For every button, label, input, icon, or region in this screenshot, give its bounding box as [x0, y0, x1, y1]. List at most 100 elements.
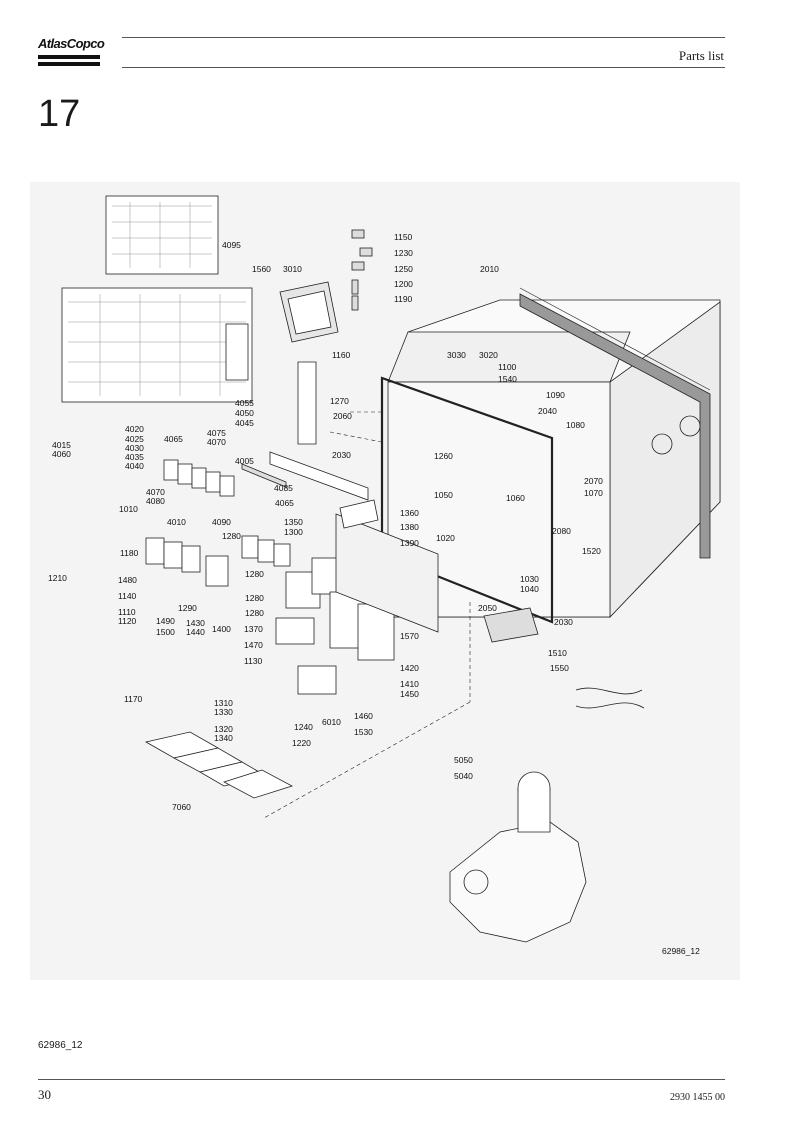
callout: 1140: [118, 591, 137, 601]
callout: 2060: [333, 411, 352, 421]
callout: 1110: [118, 607, 136, 617]
callout: 4020: [125, 424, 144, 434]
callout: 1450: [400, 689, 419, 699]
callout: 4050: [235, 408, 254, 418]
callout: 1020: [436, 533, 455, 543]
callout: 1150: [394, 232, 413, 242]
page-header-title: Parts list: [678, 48, 724, 63]
callout: 4065: [164, 434, 183, 444]
callout: 4040: [125, 461, 144, 471]
callout: 1180: [120, 548, 139, 558]
callout: 1260: [434, 451, 453, 461]
callout: 1010: [119, 504, 138, 514]
callout: 1460: [354, 711, 373, 721]
exploded-parts-drawing: 4095 1560 3010 1150 1230 1250 1200 1190 …: [30, 182, 740, 980]
callout: 1100: [498, 362, 517, 372]
header-rule-top: [122, 37, 725, 38]
callout: 5040: [454, 771, 473, 781]
callout: 2010: [480, 264, 499, 274]
callout: 1400: [212, 624, 231, 634]
callout: 1510: [548, 648, 567, 658]
callout: 4025: [125, 434, 144, 444]
callout: 1050: [434, 490, 453, 500]
callout: 1290: [178, 603, 197, 613]
callout: 1190: [394, 294, 413, 304]
callout: 7060: [172, 802, 191, 812]
callout: 5050: [454, 755, 473, 765]
callout: 4055: [235, 398, 254, 408]
callout: 4015: [52, 440, 71, 450]
callout: 1170: [124, 694, 143, 704]
drawing-linework: [61, 195, 721, 943]
callout: 1540: [498, 374, 517, 384]
callout: 3010: [283, 264, 302, 274]
callout: 1390: [400, 538, 419, 548]
figure-reference: 62986_12: [38, 1040, 83, 1051]
callout: 1550: [550, 663, 569, 673]
callout: 4080: [146, 496, 165, 506]
callout: 4035: [125, 452, 144, 462]
callout: 1230: [394, 248, 413, 258]
callout: 1420: [400, 663, 419, 673]
callout: 1280: [245, 608, 264, 618]
atlas-copco-logo: AtlasCopco: [38, 36, 105, 68]
callout: 1250: [394, 264, 413, 274]
callout: 1160: [332, 350, 351, 360]
callout: 1210: [48, 573, 67, 583]
callout: 1430: [186, 618, 205, 628]
callout: 1500: [156, 627, 175, 637]
callout: 4070: [146, 487, 165, 497]
callout: 1130: [244, 656, 263, 666]
callout: 4060: [52, 449, 71, 459]
callout-labels: 4095 1560 3010 1150 1230 1250 1200 1190 …: [48, 232, 700, 956]
callout: 1370: [244, 624, 263, 634]
callout: 6010: [322, 717, 341, 727]
callout: 1280: [245, 569, 264, 579]
drawing-canvas: 4095 1560 3010 1150 1230 1250 1200 1190 …: [48, 195, 721, 956]
callout: 2070: [584, 476, 603, 486]
section-number: 17: [38, 93, 81, 135]
callout: 2050: [478, 603, 497, 613]
page-number: 30: [38, 1087, 51, 1102]
callout: 1340: [214, 733, 233, 743]
callout: 1410: [400, 679, 419, 689]
callout: 1030: [520, 574, 539, 584]
callout: 1220: [292, 738, 311, 748]
callout: 3030: [447, 350, 466, 360]
callout: 4095: [222, 240, 241, 250]
document-number: 2930 1455 00: [670, 1092, 725, 1103]
callout: 1530: [354, 727, 373, 737]
callout: 2030: [554, 617, 573, 627]
callout: 4075: [207, 428, 226, 438]
callout: 1560: [252, 264, 271, 274]
logo-bar-bottom: [38, 62, 100, 66]
callout: 1240: [294, 722, 313, 732]
callout: 4045: [235, 418, 254, 428]
callout: 1440: [186, 627, 205, 637]
callout: 1280: [245, 593, 264, 603]
callout: 4065: [275, 498, 294, 508]
callout: 1300: [284, 527, 303, 537]
callout: 1060: [506, 493, 525, 503]
callout: 1470: [244, 640, 263, 650]
callout: 1330: [214, 707, 233, 717]
callout: 1360: [400, 508, 419, 518]
callout: 1070: [584, 488, 603, 498]
callout: 4005: [235, 456, 254, 466]
callout: 3020: [479, 350, 498, 360]
callout: 4070: [207, 437, 226, 447]
callout: 1120: [118, 616, 137, 626]
callout: 1040: [520, 584, 539, 594]
header-rule-bottom: [122, 67, 725, 68]
callout: 1380: [400, 522, 419, 532]
footer-rule: [38, 1079, 725, 1080]
callout: 1080: [566, 420, 585, 430]
callout: 1320: [214, 724, 233, 734]
callout: 1520: [582, 546, 601, 556]
callout: 1310: [214, 698, 233, 708]
callout: 1570: [400, 631, 419, 641]
callout: 1270: [330, 396, 349, 406]
logo-bar-top: [38, 55, 100, 59]
callout: 4085: [274, 483, 293, 493]
brand-name: AtlasCopco: [38, 36, 105, 51]
